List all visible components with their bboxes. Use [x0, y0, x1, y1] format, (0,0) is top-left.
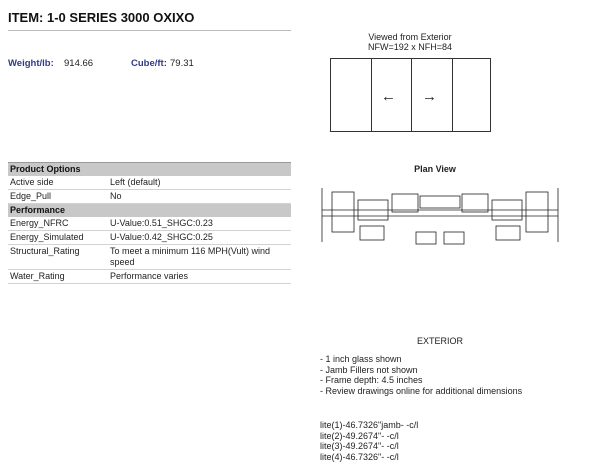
table-row: Edge_Pull No — [8, 189, 291, 204]
panel-3 — [411, 59, 453, 131]
weight-label: Weight/lb: — [8, 58, 54, 69]
cube-label: Cube/ft: — [131, 58, 167, 69]
row-key: Water_Rating — [8, 269, 108, 284]
section-header-performance: Performance — [8, 203, 291, 217]
plan-profile-1 — [357, 199, 389, 221]
notes-list: - 1 inch glass shown - Jamb Fillers not … — [320, 354, 522, 396]
list-item: lite(4)-46.7326"- -c/l — [320, 451, 399, 462]
section-header-product-options: Product Options — [8, 162, 291, 176]
elevation-drawing: ← → — [330, 58, 491, 132]
plan-sash-2 — [495, 225, 521, 241]
plan-jamb-right — [525, 191, 549, 233]
table-row: Structural_Rating To meet a minimum 116 … — [8, 244, 291, 270]
panel-1 — [331, 59, 372, 131]
row-value: No — [108, 189, 291, 204]
elevation-caption: Viewed from Exterior NFW=192 x NFH=84 — [330, 32, 490, 52]
plan-profile-2 — [391, 193, 419, 213]
right-arrow-icon: → — [422, 88, 437, 105]
list-item: - 1 inch glass shown — [320, 354, 402, 364]
list-item: lite(2)-49.2674"- -c/l — [320, 430, 399, 441]
table-row: Active side Left (default) — [8, 176, 291, 190]
row-value: Performance varies — [108, 269, 291, 284]
viewed-from-label: Viewed from Exterior — [368, 32, 452, 42]
list-item: - Frame depth: 4.5 inches — [320, 375, 423, 385]
row-value: Left (default) — [108, 176, 291, 190]
title-divider — [8, 30, 291, 31]
list-item: lite(3)-49.2674"- -c/l — [320, 441, 399, 451]
table-row: Energy_NFRC U-Value:0.51_SHGC:0.23 — [8, 217, 291, 231]
plan-profile-4 — [491, 199, 523, 221]
row-key: Energy_Simulated — [8, 230, 108, 245]
nominal-dimensions: NFW=192 x NFH=84 — [367, 42, 453, 52]
row-value: U-Value:0.42_SHGC:0.25 — [108, 230, 291, 245]
list-item: - Review drawings online for additional … — [320, 385, 523, 396]
plan-interlock-1 — [415, 231, 437, 245]
exterior-label: EXTERIOR — [416, 336, 463, 346]
row-key: Energy_NFRC — [8, 217, 108, 231]
row-key: Structural_Rating — [8, 244, 108, 270]
plan-profile-3 — [461, 193, 489, 213]
plan-view-drawing — [321, 188, 559, 245]
cube-value: 79.31 — [170, 58, 194, 69]
item-title: ITEM: 1-0 SERIES 3000 OXIXO — [8, 10, 195, 25]
section-title: Performance — [8, 203, 291, 217]
row-value: U-Value:0.51_SHGC:0.23 — [108, 217, 291, 231]
plan-jamb-left — [331, 191, 355, 233]
list-item: - Jamb Fillers not shown — [320, 364, 418, 375]
plan-sash-1 — [359, 225, 385, 241]
weight-value: 914.66 — [64, 58, 94, 69]
list-item: lite(1)-46.7326"jamb- -c/l — [320, 420, 419, 430]
row-key: Active side — [8, 176, 108, 190]
plan-meeting-rail — [419, 195, 461, 209]
row-value: To meet a minimum 116 MPH(Vult) wind spe… — [108, 244, 291, 270]
table-row: Water_Rating Performance varies — [8, 269, 291, 284]
left-arrow-icon: ← — [381, 88, 396, 105]
plan-view-title: Plan View — [414, 164, 456, 174]
table-row: Energy_Simulated U-Value:0.42_SHGC:0.25 — [8, 230, 291, 245]
section-title: Product Options — [8, 162, 291, 176]
row-key: Edge_Pull — [8, 189, 108, 204]
panel-2 — [371, 59, 412, 131]
plan-interlock-2 — [443, 231, 465, 245]
lite-dimensions-list: lite(1)-46.7326"jamb- -c/l lite(2)-49.26… — [320, 420, 418, 462]
product-options-table: Product Options Active side Left (defaul… — [8, 162, 291, 284]
